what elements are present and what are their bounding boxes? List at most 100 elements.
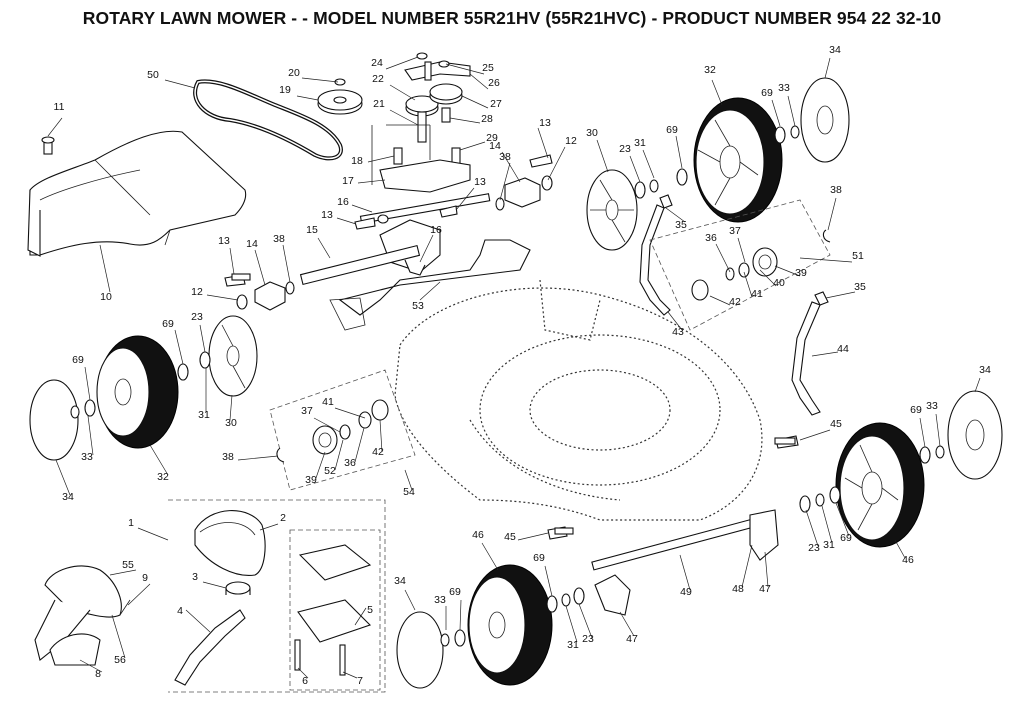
callout-11: 11: [54, 101, 65, 113]
callout-47: 47: [626, 633, 638, 645]
callout-21: 21: [373, 98, 385, 110]
callout-42: 42: [372, 446, 384, 458]
callout-15: 15: [306, 224, 318, 236]
callout-54: 54: [403, 486, 415, 498]
callout-2: 2: [280, 512, 286, 524]
callout-5: 5: [367, 604, 373, 616]
callout-47: 47: [759, 583, 771, 595]
callout-17: 17: [342, 175, 354, 187]
callout-45: 45: [830, 418, 842, 430]
callout-69: 69: [449, 586, 461, 598]
callout-38: 38: [273, 233, 285, 245]
callout-69: 69: [666, 124, 678, 136]
handle-parts-group: [34, 499, 386, 693]
callout-39: 39: [795, 267, 807, 279]
callout-39: 39: [305, 474, 317, 486]
callout-23: 23: [191, 311, 203, 323]
callout-14: 14: [246, 238, 258, 250]
callout-29: 29: [486, 132, 498, 144]
callout-56: 56: [114, 654, 126, 666]
callout-20: 20: [288, 67, 300, 79]
callout-22: 22: [372, 73, 384, 85]
callout-45: 45: [504, 531, 516, 543]
callout-4: 4: [177, 605, 183, 617]
callout-69: 69: [840, 532, 852, 544]
wheel-rear-left: [96, 335, 179, 449]
callout-69: 69: [761, 87, 773, 99]
callout-34: 34: [62, 491, 74, 503]
callout-37: 37: [301, 405, 313, 417]
callout-16: 16: [430, 224, 442, 236]
callout-31: 31: [823, 539, 835, 551]
callout-26: 26: [488, 77, 500, 89]
callout-27: 27: [490, 98, 502, 110]
callout-37: 37: [729, 225, 741, 237]
callout-36: 36: [705, 232, 717, 244]
drive-discs: [208, 169, 638, 397]
callout-23: 23: [582, 633, 594, 645]
callout-35: 35: [675, 219, 687, 231]
callout-32: 32: [157, 471, 169, 483]
callout-44: 44: [837, 343, 849, 355]
callout-41: 41: [751, 288, 763, 300]
callout-13: 13: [321, 209, 333, 221]
callout-23: 23: [619, 143, 631, 155]
callout-34: 34: [394, 575, 406, 587]
callout-19: 19: [279, 84, 291, 96]
callout-13: 13: [474, 176, 486, 188]
page-title: ROTARY LAWN MOWER - - MODEL NUMBER 55R21…: [82, 8, 942, 28]
callout-69: 69: [72, 354, 84, 366]
callout-7: 7: [357, 675, 363, 687]
callout-41: 41: [322, 396, 334, 408]
height-adjust-assembly-right: [649, 199, 831, 331]
callout-69: 69: [533, 552, 545, 564]
callout-25: 25: [482, 62, 494, 74]
callout-38: 38: [830, 184, 842, 196]
callout-51: 51: [852, 250, 864, 262]
height-levers: [639, 194, 829, 416]
callout-13: 13: [218, 235, 230, 247]
callout-34: 34: [979, 364, 991, 376]
callout-49: 49: [680, 586, 692, 598]
callout-33: 33: [434, 594, 446, 606]
callout-32: 32: [704, 64, 716, 76]
callout-33: 33: [778, 82, 790, 94]
callout-31: 31: [634, 137, 646, 149]
callout-46: 46: [472, 529, 484, 541]
callout-13: 13: [539, 117, 551, 129]
callout-6: 6: [302, 675, 308, 687]
callout-1: 1: [128, 517, 134, 529]
callout-53: 53: [412, 300, 424, 312]
belt-cover: [27, 130, 247, 257]
pulley-assembly: [317, 52, 471, 193]
callout-36: 36: [344, 457, 356, 469]
callout-33: 33: [926, 400, 938, 412]
leader-lines: [47, 56, 981, 679]
callout-43: 43: [672, 326, 684, 338]
callout-12: 12: [191, 286, 203, 298]
callout-55: 55: [122, 559, 134, 571]
drive-belt: [193, 79, 343, 161]
wheel-front-right: [835, 422, 925, 548]
callout-3: 3: [192, 571, 198, 583]
callout-30: 30: [225, 417, 237, 429]
callout-28: 28: [481, 113, 493, 125]
wheel-rear-right: [693, 97, 783, 223]
callout-8: 8: [95, 668, 101, 680]
callout-12: 12: [565, 135, 577, 147]
height-adjust-assembly-left: [269, 369, 416, 491]
washers: [70, 125, 945, 647]
callout-31: 31: [198, 409, 210, 421]
mower-deck: [394, 279, 763, 521]
callout-34: 34: [829, 44, 841, 56]
callout-9: 9: [142, 572, 148, 584]
callout-35: 35: [854, 281, 866, 293]
callout-18: 18: [351, 155, 363, 167]
callout-40: 40: [773, 277, 785, 289]
callout-23: 23: [808, 542, 820, 554]
callout-10: 10: [100, 291, 112, 303]
callout-38: 38: [222, 451, 234, 463]
callout-24: 24: [371, 57, 383, 69]
